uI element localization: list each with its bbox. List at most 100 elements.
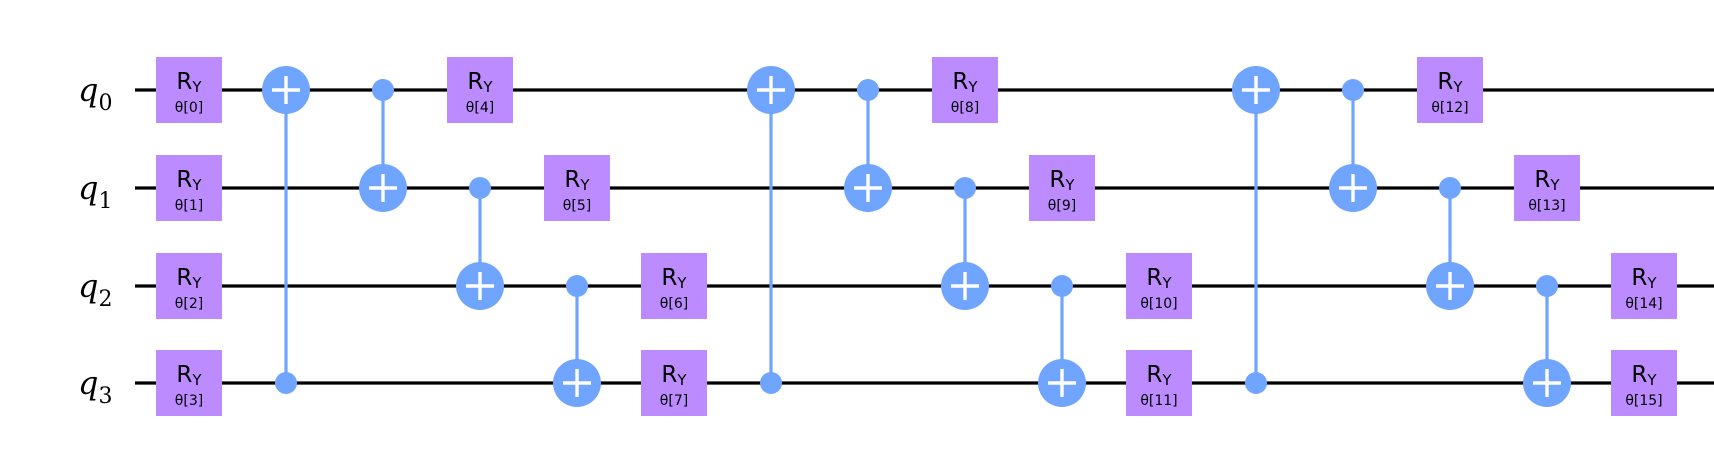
ry-gate-name: RY <box>564 167 590 194</box>
qubit-label-name: q <box>78 71 98 109</box>
ry-gate-param: θ[12] <box>1431 100 1468 116</box>
ry-gate-box <box>1126 253 1192 319</box>
ry-gate: RY θ[15] <box>1611 350 1677 416</box>
cnot-control-dot <box>1342 79 1364 101</box>
ry-gate-name-sub: Y <box>1161 371 1172 389</box>
ry-gate-box <box>641 350 707 416</box>
cnot-control-dot <box>1245 372 1267 394</box>
cnot-control-dot <box>1439 177 1461 199</box>
ry-gate: RYθ[1] <box>156 155 222 221</box>
ry-gate-name-sub: Y <box>579 176 590 194</box>
ry-gate-param: θ[7] <box>660 393 688 409</box>
cnot-target-plus-icon <box>359 164 407 212</box>
qubit-label-name: q <box>78 364 98 402</box>
ry-gate-param: θ[2] <box>175 296 203 312</box>
ry-gate-name: RY <box>1049 167 1075 194</box>
qubit-label-0: q0 <box>78 71 112 116</box>
ry-gate-param: θ[11] <box>1140 393 1177 409</box>
ry-gate-box <box>447 57 513 123</box>
cnot-target-plus-icon <box>747 66 795 114</box>
ry-gate: RYθ[7] <box>641 350 707 416</box>
cnot-control-dot <box>566 275 588 297</box>
ry-gate: RYθ[3] <box>156 350 222 416</box>
ry-gate-box <box>156 155 222 221</box>
ry-gate-name-main: R <box>1534 167 1550 193</box>
cnot-gate <box>553 275 601 407</box>
cnot-gate <box>1426 177 1474 310</box>
qubit-label-1: q1 <box>78 169 112 214</box>
ry-gate-name: RY <box>176 167 202 194</box>
cnot-gate <box>456 177 504 310</box>
ry-gate-name: RY <box>1437 69 1463 96</box>
ry-gate-param: θ[8] <box>951 100 979 116</box>
ry-gate: RY θ[9] <box>1029 155 1095 221</box>
qubit-wires <box>135 88 1714 385</box>
ry-gate-param: θ[14] <box>1625 296 1662 312</box>
ry-gate: RYθ[14] <box>1611 253 1677 319</box>
ry-gate-param: θ[5] <box>563 198 591 214</box>
ry-gate-box <box>1611 253 1677 319</box>
ry-gate: RYθ[4] <box>447 57 513 123</box>
ry-gate-name-main: R <box>661 265 677 291</box>
cnot-control-dot <box>954 177 976 199</box>
ry-gate-name-sub: Y <box>191 274 202 292</box>
cnot-target-plus-icon <box>844 164 892 212</box>
cnot-target-plus-icon <box>262 66 310 114</box>
ry-gate-name: RY <box>661 362 687 389</box>
ry-gate: RYθ[5] <box>544 155 610 221</box>
ry-gate-name-main: R <box>176 362 192 388</box>
ry-gate-name-main: R <box>952 69 968 95</box>
ry-gate: RY θ[12] <box>1417 57 1483 123</box>
ry-gate-param: θ[3] <box>175 393 203 409</box>
ry-gate-name: RY <box>1631 265 1657 292</box>
cnot-control-dot <box>1051 275 1073 297</box>
ry-gate-box <box>1417 57 1483 123</box>
ry-gate-name: RY <box>952 69 978 96</box>
ry-gate-name-sub: Y <box>1064 176 1075 194</box>
ry-gate-param: θ[9] <box>1048 198 1076 214</box>
ry-gate-name-main: R <box>1146 265 1162 291</box>
ry-gate-name-sub: Y <box>191 176 202 194</box>
ry-gate-name-sub: Y <box>1161 274 1172 292</box>
ry-gate-name-main: R <box>661 362 677 388</box>
ry-gate-name-sub: Y <box>676 371 687 389</box>
ry-gate-name-sub: Y <box>1646 274 1657 292</box>
ry-gate: RYθ[10] <box>1126 253 1192 319</box>
ry-gate: RYθ[11] <box>1126 350 1192 416</box>
ry-gate-name-sub: Y <box>676 274 687 292</box>
ry-gate: RYθ[2] <box>156 253 222 319</box>
qubit-label-3: q3 <box>78 364 112 409</box>
ry-gate-box <box>544 155 610 221</box>
ry-gate-box <box>1126 350 1192 416</box>
ry-gate-name-sub: Y <box>191 78 202 96</box>
qubit-label-index: 0 <box>98 91 112 116</box>
qubit-label-index: 2 <box>98 287 112 312</box>
ry-gate-name-main: R <box>176 167 192 193</box>
ry-gate-name-main: R <box>176 69 192 95</box>
ry-gate-name-main: R <box>564 167 580 193</box>
ry-gate-box <box>156 253 222 319</box>
cnot-gate <box>1329 79 1377 212</box>
qubit-label-index: 1 <box>98 189 112 214</box>
cnot-gate <box>747 66 795 394</box>
ry-gate-param: θ[6] <box>660 296 688 312</box>
ry-gate-name-main: R <box>1437 69 1453 95</box>
ry-gate-box <box>1514 155 1580 221</box>
ry-gate-name: RY <box>1631 362 1657 389</box>
ry-gate-param: θ[10] <box>1140 296 1177 312</box>
cnot-gate <box>941 177 989 310</box>
ry-gate-param: θ[1] <box>175 198 203 214</box>
ry-gate-box <box>1611 350 1677 416</box>
cnot-control-dot <box>857 79 879 101</box>
qubit-label-name: q <box>78 267 98 305</box>
ry-gate-name-main: R <box>1631 265 1647 291</box>
ry-gate-param: θ[0] <box>175 100 203 116</box>
cnot-gate <box>359 79 407 212</box>
qubit-label-index: 3 <box>98 384 112 409</box>
cnot-target-plus-icon <box>1329 164 1377 212</box>
ry-gate-name: RY <box>1146 265 1172 292</box>
ry-gate-name-main: R <box>467 69 483 95</box>
ry-gate-param: θ[15] <box>1625 393 1662 409</box>
